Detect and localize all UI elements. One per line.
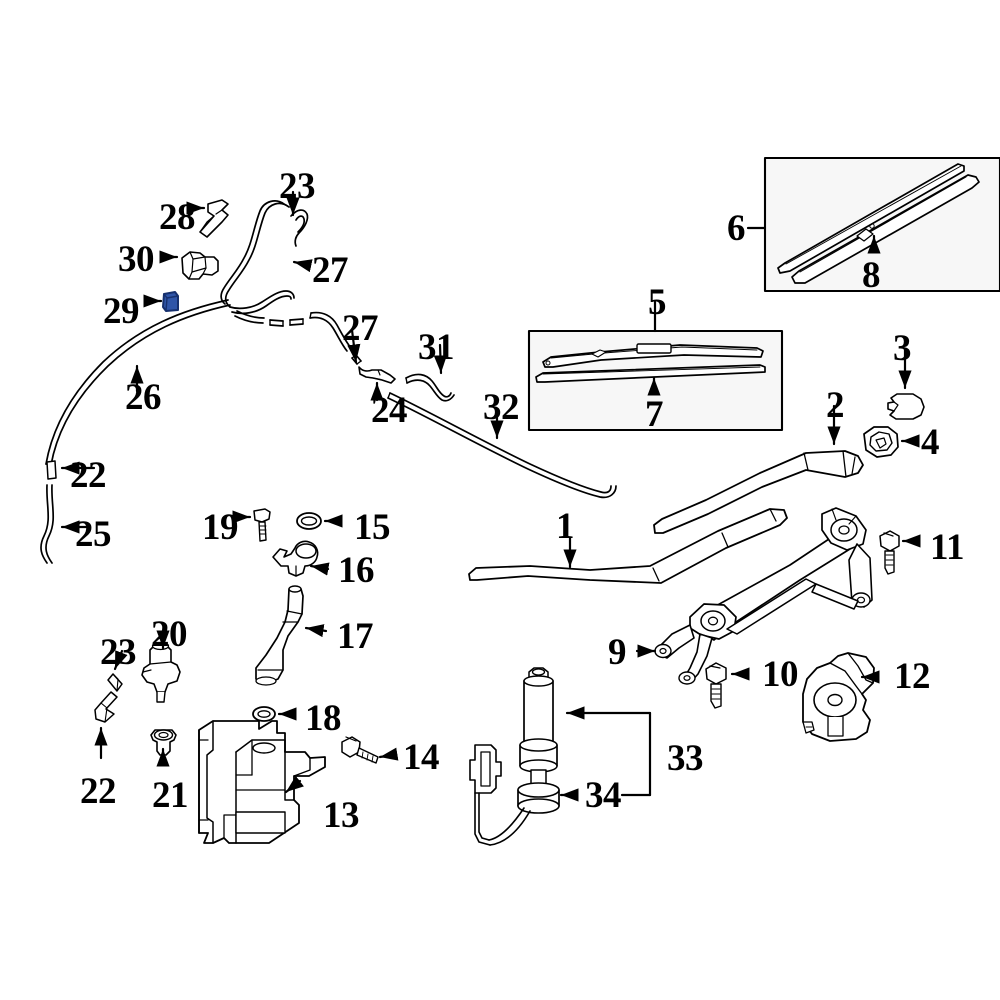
callout-21: 21 — [152, 775, 189, 816]
nozzle-retaining-clip — [186, 199, 229, 238]
callout-5: 5 — [648, 282, 667, 323]
linkage-pivot-bolt — [705, 662, 750, 709]
callout-18: 18 — [305, 698, 342, 739]
callout-2: 2 — [826, 385, 845, 426]
filler-neck-bolt — [232, 508, 271, 542]
callout-19: 19 — [202, 507, 239, 548]
washer-hose-short — [405, 343, 455, 402]
linkage-mount-bolt — [879, 530, 921, 575]
wiper-linkage-transmission — [635, 507, 873, 685]
reservoir-mounting-bolt — [341, 736, 399, 764]
callout-33: 33 — [667, 738, 704, 779]
callout-1: 1 — [556, 506, 575, 547]
inset-box-blade-driver — [746, 156, 1000, 293]
callout-13: 13 — [323, 795, 360, 836]
callout-23: 23 — [100, 632, 137, 673]
callout-26: 26 — [125, 377, 162, 418]
callout-31: 31 — [418, 327, 455, 368]
callout-22-upper: 22 — [70, 455, 107, 496]
callout-27-right: 27 — [312, 250, 349, 291]
callout-6: 6 — [727, 208, 746, 249]
callout-22: 22 — [80, 771, 117, 812]
callout-11: 11 — [930, 527, 964, 568]
filler-neck-lower-seal — [252, 706, 297, 722]
callout-14: 14 — [403, 737, 440, 778]
callout-23-upper: 23 — [279, 166, 316, 207]
callout-28: 28 — [159, 197, 196, 238]
callout-9: 9 — [608, 632, 627, 673]
washer-hose-lower — [40, 484, 92, 564]
arm-nut-cap — [887, 347, 925, 420]
callout-32: 32 — [483, 387, 520, 428]
hose-tee-connector — [159, 250, 219, 280]
wiper-arm-driver — [653, 404, 864, 534]
callout-30: 30 — [118, 239, 155, 280]
callout-27-left: 27 — [342, 308, 379, 349]
hose-joint-connector — [347, 328, 396, 402]
washer-nozzle-clip-lower — [94, 649, 128, 760]
callout-15: 15 — [354, 507, 391, 548]
washer-hose-long — [387, 392, 617, 499]
washer-level-sensor-assembly — [469, 667, 652, 846]
callout-17: 17 — [337, 616, 374, 657]
callout-34: 34 — [585, 775, 622, 816]
callout-16: 16 — [338, 550, 375, 591]
callout-24: 24 — [371, 390, 408, 431]
callout-20: 20 — [151, 614, 188, 655]
callout-7: 7 — [645, 394, 664, 435]
washer-hose-clip-upper — [46, 460, 96, 480]
callout-25: 25 — [75, 514, 112, 555]
washer-hose-clip-highlighted-part — [143, 291, 179, 312]
inset-box-blade-passenger — [527, 300, 784, 432]
callout-10: 10 — [762, 654, 799, 695]
callout-12: 12 — [894, 656, 931, 697]
wiper-motor — [802, 652, 880, 742]
wiper-arm-passenger — [468, 508, 788, 584]
washer-nozzle-hose-upper — [220, 190, 313, 315]
washer-fluid-reservoir — [198, 720, 326, 844]
filler-neck-o-ring — [296, 512, 343, 530]
wiper-arm-nut — [863, 426, 920, 458]
washer-pump-grommet — [150, 729, 177, 767]
callout-29: 29 — [103, 291, 140, 332]
callout-4: 4 — [921, 422, 940, 463]
washer-fluid-pump — [141, 629, 181, 703]
washer-filler-neck — [255, 585, 328, 686]
callout-3: 3 — [893, 328, 912, 369]
washer-reservoir-cap — [272, 540, 330, 577]
callout-8: 8 — [862, 255, 881, 296]
